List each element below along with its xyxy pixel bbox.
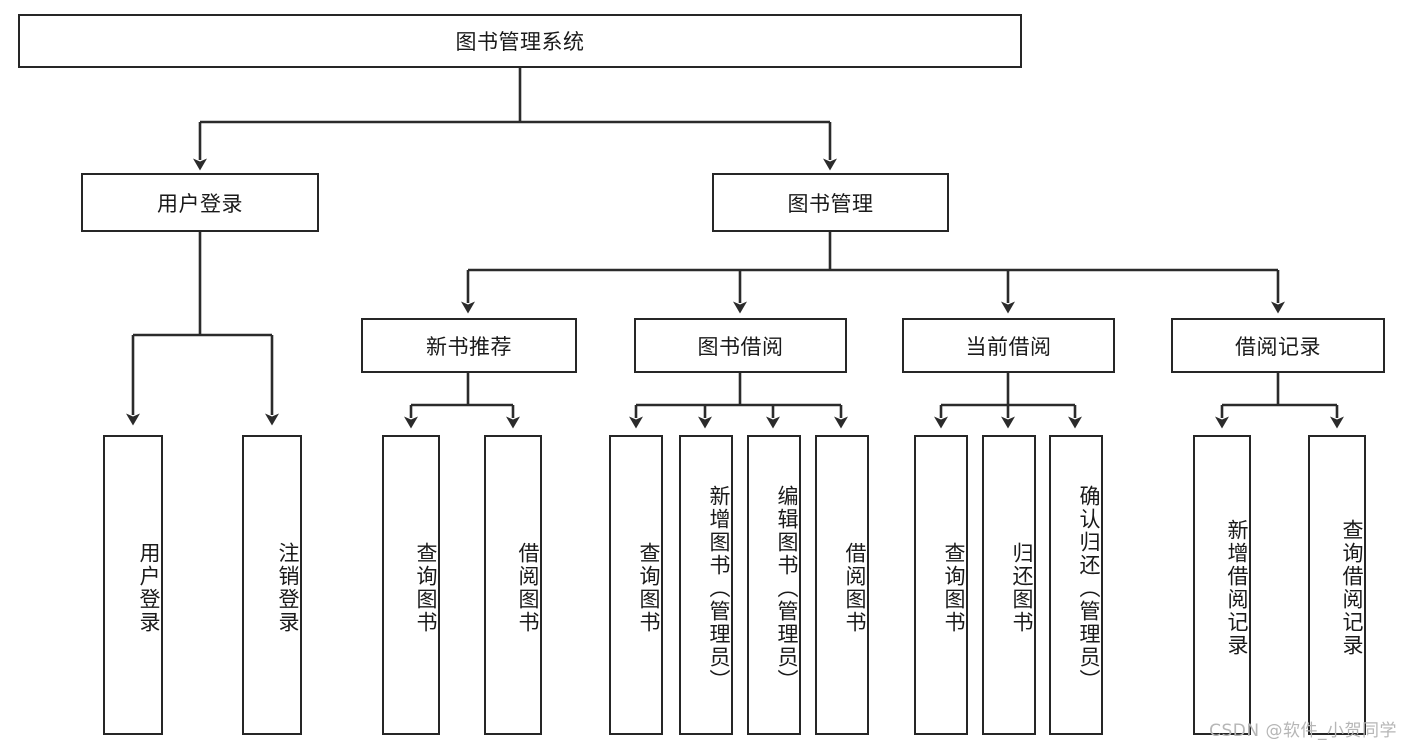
node-leaf-user-login[interactable]: 用户登录 [103, 435, 163, 735]
node-new-book-recommend[interactable]: 新书推荐 [361, 318, 577, 373]
node-leaf-borrow-book-2[interactable]: 借阅图书 [815, 435, 869, 735]
node-root-label: 图书管理系统 [455, 30, 585, 54]
node-user-login[interactable]: 用户登录 [81, 173, 319, 232]
node-borrow-record[interactable]: 借阅记录 [1171, 318, 1385, 373]
node-leaf-query-record[interactable]: 查询借阅记录 [1308, 435, 1366, 735]
node-leaf-query-book-2[interactable]: 查询图书 [609, 435, 663, 735]
csdn-watermark: CSDN @软件_小贺同学 [1209, 721, 1397, 741]
node-root[interactable]: 图书管理系统 [18, 14, 1022, 68]
node-leaf-add-book-label: 新增图书（管理员） [707, 484, 731, 692]
node-leaf-add-book[interactable]: 新增图书（管理员） [679, 435, 733, 735]
node-leaf-query-book-3[interactable]: 查询图书 [914, 435, 968, 735]
node-leaf-return-book-label: 归还图书 [1010, 542, 1034, 634]
node-user-login-label: 用户登录 [157, 191, 243, 216]
node-book-manage-label: 图书管理 [787, 191, 874, 216]
node-book-borrow[interactable]: 图书借阅 [634, 318, 847, 373]
node-book-manage[interactable]: 图书管理 [712, 173, 949, 232]
node-leaf-borrow-book-1[interactable]: 借阅图书 [484, 435, 542, 735]
node-leaf-query-book-1-label: 查询图书 [414, 542, 438, 634]
node-leaf-edit-book[interactable]: 编辑图书（管理员） [747, 435, 801, 735]
node-new-book-recommend-label: 新书推荐 [426, 334, 512, 359]
node-leaf-logout-login[interactable]: 注销登录 [242, 435, 302, 735]
node-leaf-confirm-return[interactable]: 确认归还（管理员） [1049, 435, 1103, 735]
node-leaf-add-record-label: 新增借阅记录 [1225, 519, 1249, 657]
node-book-borrow-label: 图书借阅 [697, 334, 784, 359]
node-leaf-borrow-book-1-label: 借阅图书 [516, 542, 540, 634]
node-leaf-confirm-return-label: 确认归还（管理员） [1077, 484, 1101, 692]
node-current-borrow-label: 当前借阅 [965, 334, 1052, 359]
node-leaf-add-record[interactable]: 新增借阅记录 [1193, 435, 1251, 735]
node-leaf-return-book[interactable]: 归还图书 [982, 435, 1036, 735]
node-current-borrow[interactable]: 当前借阅 [902, 318, 1115, 373]
node-leaf-user-login-label: 用户登录 [137, 542, 161, 634]
node-leaf-query-book-1[interactable]: 查询图书 [382, 435, 440, 735]
node-leaf-query-book-3-label: 查询图书 [942, 542, 966, 634]
node-borrow-record-label: 借阅记录 [1235, 334, 1321, 359]
node-leaf-edit-book-label: 编辑图书（管理员） [775, 484, 799, 692]
node-leaf-borrow-book-2-label: 借阅图书 [843, 542, 867, 634]
node-leaf-logout-login-label: 注销登录 [276, 542, 300, 634]
node-leaf-query-record-label: 查询借阅记录 [1340, 519, 1364, 657]
node-leaf-query-book-2-label: 查询图书 [637, 542, 661, 634]
